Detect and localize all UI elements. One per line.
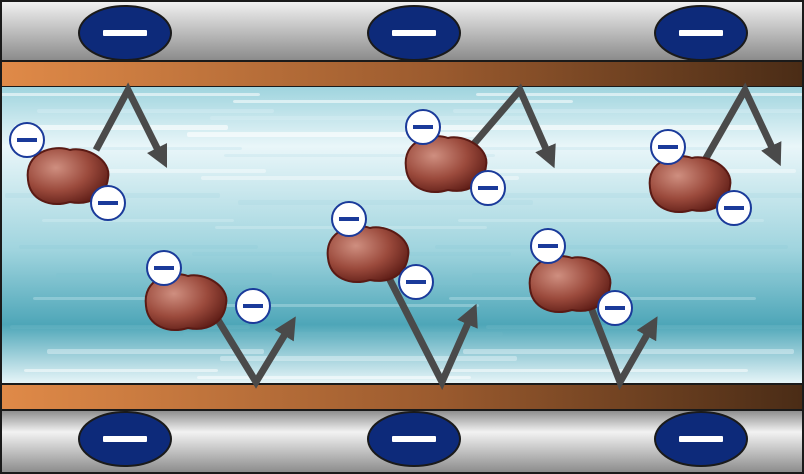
charged-particle <box>9 122 126 221</box>
particle-charge <box>650 129 686 165</box>
flow-streak <box>472 273 802 278</box>
flow-streak <box>183 332 503 336</box>
flow-streak <box>440 369 748 372</box>
particle-charge <box>597 290 633 326</box>
particle-charge <box>146 250 182 286</box>
flow-streak <box>458 219 764 222</box>
flow-streak <box>37 109 274 113</box>
flow-streak <box>467 147 772 150</box>
flow-streak <box>476 93 804 96</box>
flow-streak <box>233 100 573 103</box>
particle-charge <box>470 170 506 206</box>
flow-streak <box>19 245 258 249</box>
bounce-arrow-icon <box>215 316 296 389</box>
charged-particle <box>528 228 633 326</box>
particle-charge <box>530 228 566 264</box>
particle-body <box>326 225 410 283</box>
charged-particle <box>404 109 506 206</box>
flow-streak <box>10 325 250 329</box>
minus-sign-icon <box>658 145 678 149</box>
particle-charge <box>90 185 126 221</box>
flow-streak <box>220 356 517 361</box>
bounce-arrow-icon <box>701 82 782 167</box>
minus-sign-icon <box>478 186 498 190</box>
flow-streak <box>229 280 525 285</box>
plate-charge-bottom <box>78 411 172 467</box>
minus-sign-icon <box>103 30 147 36</box>
plate-charge-bottom <box>367 411 461 467</box>
charged-particle <box>648 129 752 226</box>
fluid-channel <box>0 87 804 384</box>
minus-sign-icon <box>103 436 147 442</box>
flow-streak <box>463 349 794 354</box>
flow-streak <box>238 200 533 205</box>
minus-sign-icon <box>17 138 37 142</box>
particle-charge <box>405 109 441 145</box>
particle-charge <box>9 122 45 158</box>
minus-sign-icon <box>724 206 744 210</box>
flow-streak <box>47 349 264 354</box>
plate-charges <box>78 5 748 467</box>
plate-charge-bottom <box>654 411 748 467</box>
plate-charge-top <box>78 5 172 61</box>
minus-sign-icon <box>98 201 118 205</box>
particle-body <box>26 147 110 205</box>
minus-sign-icon <box>392 30 436 36</box>
bounce-arrow-icon <box>469 83 556 169</box>
particle-charge <box>398 264 434 300</box>
particle-charge <box>331 201 367 237</box>
minus-sign-icon <box>406 280 426 284</box>
minus-sign-icon <box>392 436 436 442</box>
minus-sign-icon <box>538 244 558 248</box>
bounce-arrow-icon <box>586 303 658 391</box>
flow-streak <box>486 325 804 329</box>
flow-streak <box>430 125 758 130</box>
minus-sign-icon <box>679 30 723 36</box>
bounce-arrow-icon <box>384 274 478 391</box>
minus-sign-icon <box>605 306 625 310</box>
particle-trajectories <box>92 82 782 391</box>
minus-sign-icon <box>154 266 174 270</box>
charged-particles <box>9 109 752 331</box>
flow-streak <box>42 219 234 222</box>
flow-streak <box>481 193 804 198</box>
particle-charge <box>235 288 271 324</box>
flow-streak <box>24 369 218 372</box>
flow-streak <box>14 125 228 130</box>
flow-streak <box>210 116 527 120</box>
flow-streak <box>197 376 471 379</box>
minus-sign-icon <box>339 217 359 221</box>
minus-sign-icon <box>413 125 433 129</box>
minus-sign-icon <box>243 304 263 308</box>
charged-particle <box>144 250 271 331</box>
plate-charge-top <box>367 5 461 61</box>
charged-particle <box>326 201 434 300</box>
flow-streak <box>435 245 788 249</box>
bounce-arrow-icon <box>92 82 168 169</box>
flow-streak <box>206 304 479 307</box>
minus-sign-icon <box>679 436 723 442</box>
plate-charge-top <box>654 5 748 61</box>
flow-streak <box>453 109 804 113</box>
particle-charge <box>716 190 752 226</box>
